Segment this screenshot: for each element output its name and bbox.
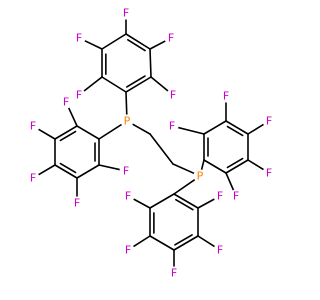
pentafluorophenyl-ring-bottom-fluorine-2: F	[217, 244, 223, 257]
pentafluorophenyl-ring-left-bond-1	[76, 164, 100, 179]
pentafluorophenyl-ring-left-cf-bond-4	[37, 128, 56, 140]
phosphorus-atom-1: P	[124, 115, 131, 128]
pentafluorophenyl-ring-left-fluorine-5-bg	[59, 95, 73, 109]
pentafluorophenyl-ring-left-p-bond	[98, 123, 123, 140]
pentafluorophenyl-ring-left-bond-2	[54, 164, 78, 179]
pentafluorophenyl-ring-right-fluorine-2: F	[223, 90, 229, 103]
pentafluorophenyl-ring-bottom-bond-0	[173, 193, 199, 209]
pentafluorophenyl-ring-top-bond-2	[125, 76, 152, 93]
pentafluorophenyl-ring-bottom-cf-bond-5	[132, 198, 151, 209]
pentafluorophenyl-ring-top-bond-1	[149, 48, 152, 78]
phosphorus-atom-2-bg	[193, 169, 207, 183]
pentafluorophenyl-ring-bottom-fluorine-1: F	[217, 190, 223, 203]
pentafluorophenyl-ring-left-cf-bond-5	[67, 106, 78, 127]
pentafluorophenyl-ring-left-fluorine-3: F	[30, 172, 36, 185]
p1-c1-bond	[131, 123, 151, 135]
pentafluorophenyl-ring-left-fluorine-1-bg	[119, 164, 133, 178]
pentafluorophenyl-ring-right-fluorine-3: F	[266, 115, 272, 128]
pentafluorophenyl-ring-left-bond-4	[54, 125, 78, 140]
pentafluorophenyl-ring-top-fluorine-0-bg	[119, 6, 133, 20]
pentafluorophenyl-ring-bottom-bond-2	[173, 235, 199, 251]
pentafluorophenyl-ring-bottom-fluorine-5-bg	[121, 189, 135, 203]
pentafluorophenyl-ring-left-fluorine-4: F	[30, 120, 36, 133]
c2-p2-bond	[172, 163, 196, 175]
pentafluorophenyl-ring-right-bond-5	[203, 159, 227, 174]
pentafluorophenyl-ring-bottom-bond-3	[149, 235, 175, 251]
pentafluorophenyl-ring-top-fluorine-1: F	[168, 32, 174, 45]
pentafluorophenyl-ring-bottom-cf-bond-1	[197, 198, 216, 209]
pentafluorophenyl-ring-left-bond-5	[76, 125, 100, 140]
pentafluorophenyl-ring-top-fluorine-2-bg	[166, 88, 180, 102]
pentafluorophenyl-ring-left-fluorine-2-bg	[70, 196, 84, 210]
pentafluorophenyl-ring-top-cf-bond-4	[82, 76, 103, 93]
pentafluorophenyl-ring-top-cf-bond-5	[83, 39, 103, 50]
pentafluorophenyl-ring-right-cf-bond-5	[225, 172, 235, 192]
pentafluorophenyl-ring-top-cf-bond-2	[150, 76, 170, 93]
pentafluorophenyl-ring-top-fluorine-5: F	[76, 32, 82, 45]
pentafluorophenyl-ring-bottom-fluorine-3: F	[171, 267, 177, 280]
pentafluorophenyl-ring-bottom-cf-bond-4	[132, 235, 151, 248]
pentafluorophenyl-ring-left-fluorine-4-bg	[26, 119, 40, 133]
pentafluorophenyl-ring-top-p-bond	[125, 91, 128, 116]
pentafluorophenyl-ring-top-fluorine-4: F	[76, 89, 82, 102]
pentafluorophenyl-ring-top-bond-5	[101, 33, 127, 50]
pentafluorophenyl-ring-top-fluorine-2: F	[170, 89, 176, 102]
pentafluorophenyl-ring-right-bond-1	[203, 120, 227, 135]
pentafluorophenyl-ring-left-fluorine-1: F	[123, 165, 129, 178]
phosphorus-atom-1-bg	[120, 114, 134, 128]
pentafluorophenyl-ring-bottom-p-bond	[173, 178, 196, 195]
pentafluorophenyl-ring-right-double-bond-2	[226, 125, 244, 137]
pentafluorophenyl-ring-top-fluorine-4-bg	[72, 88, 86, 102]
pentafluorophenyl-ring-top-fluorine-0: F	[123, 7, 129, 20]
c1-c2-bond	[149, 133, 174, 165]
pentafluorophenyl-ring-right-fluorine-3-bg	[262, 114, 276, 128]
pentafluorophenyl-ring-right-fluorine-4-bg	[262, 166, 276, 180]
pentafluorophenyl-ring-top-bond-0	[125, 33, 151, 50]
pentafluorophenyl-ring-left-fluorine-2: F	[74, 197, 80, 210]
pentafluorophenyl-ring-right-fluorine-5-bg	[229, 189, 243, 203]
pentafluorophenyl-ring-bottom-fluorine-1-bg	[213, 189, 227, 203]
pentafluorophenyl-ring-right-fluorine-1-bg	[165, 119, 179, 133]
pentafluorophenyl-ring-bottom-fluorine-4-bg	[121, 243, 135, 257]
pentafluorophenyl-ring-bottom-cf-bond-2	[197, 235, 216, 248]
pentafluorophenyl-ring-right-fluorine-5: F	[233, 190, 239, 203]
pentafluorophenyl-ring-bottom-bond-5	[149, 193, 175, 209]
pentafluorophenyl-ring-bottom-fluorine-5: F	[125, 190, 131, 203]
pentafluorophenyl-ring-right-bond-4	[225, 159, 249, 174]
pentafluorophenyl-ring-bottom-fluorine-2-bg	[213, 243, 227, 257]
pentafluorophenyl-ring-bottom-double-bond-0	[175, 198, 194, 211]
pentafluorophenyl-ring-right-p-bond	[200, 159, 205, 171]
pentafluorophenyl-ring-left-cf-bond-3	[37, 164, 56, 176]
pentafluorophenyl-ring-top-double-bond-2	[126, 75, 146, 88]
phosphorus-atom-2: P	[197, 170, 204, 183]
pentafluorophenyl-ring-bottom-double-bond-2	[174, 234, 193, 246]
pentafluorophenyl-ring-right-fluorine-1: F	[169, 120, 175, 133]
pentafluorophenyl-ring-right-fluorine-4: F	[266, 167, 272, 180]
pentafluorophenyl-ring-top-bond-3	[101, 76, 127, 93]
pentafluorophenyl-ring-bottom-fluorine-4: F	[125, 244, 131, 257]
pentafluorophenyl-ring-left-fluorine-3-bg	[26, 171, 40, 185]
pentafluorophenyl-ring-left-double-bond-2	[59, 162, 77, 174]
bonds-layer	[37, 18, 265, 268]
pentafluorophenyl-ring-left-double-bond-4	[59, 130, 77, 142]
pentafluorophenyl-ring-left-cf-bond-1	[98, 164, 121, 171]
pentafluorophenyl-ring-right-double-bond-4	[226, 157, 244, 169]
pentafluorophenyl-ring-right-fluorine-2-bg	[219, 89, 233, 103]
pentafluorophenyl-ring-top-cf-bond-1	[149, 39, 167, 50]
pentafluorophenyl-ring-right-cf-bond-4	[247, 159, 265, 171]
pentafluorophenyl-ring-top-double-bond-0	[127, 39, 146, 52]
pentafluorophenyl-ring-left-fluorine-5: F	[63, 96, 69, 109]
pentafluorophenyl-ring-top-fluorine-5-bg	[72, 31, 86, 45]
pentafluorophenyl-ring-right-cf-bond-1	[177, 126, 205, 135]
pentafluorophenyl-ring-top-fluorine-1-bg	[164, 31, 178, 45]
pentafluorophenyl-ring-right-cf-bond-3	[247, 123, 265, 135]
pentafluorophenyl-ring-bottom-fluorine-3-bg	[167, 266, 181, 280]
pentafluorophenyl-ring-right-bond-2	[225, 120, 249, 135]
